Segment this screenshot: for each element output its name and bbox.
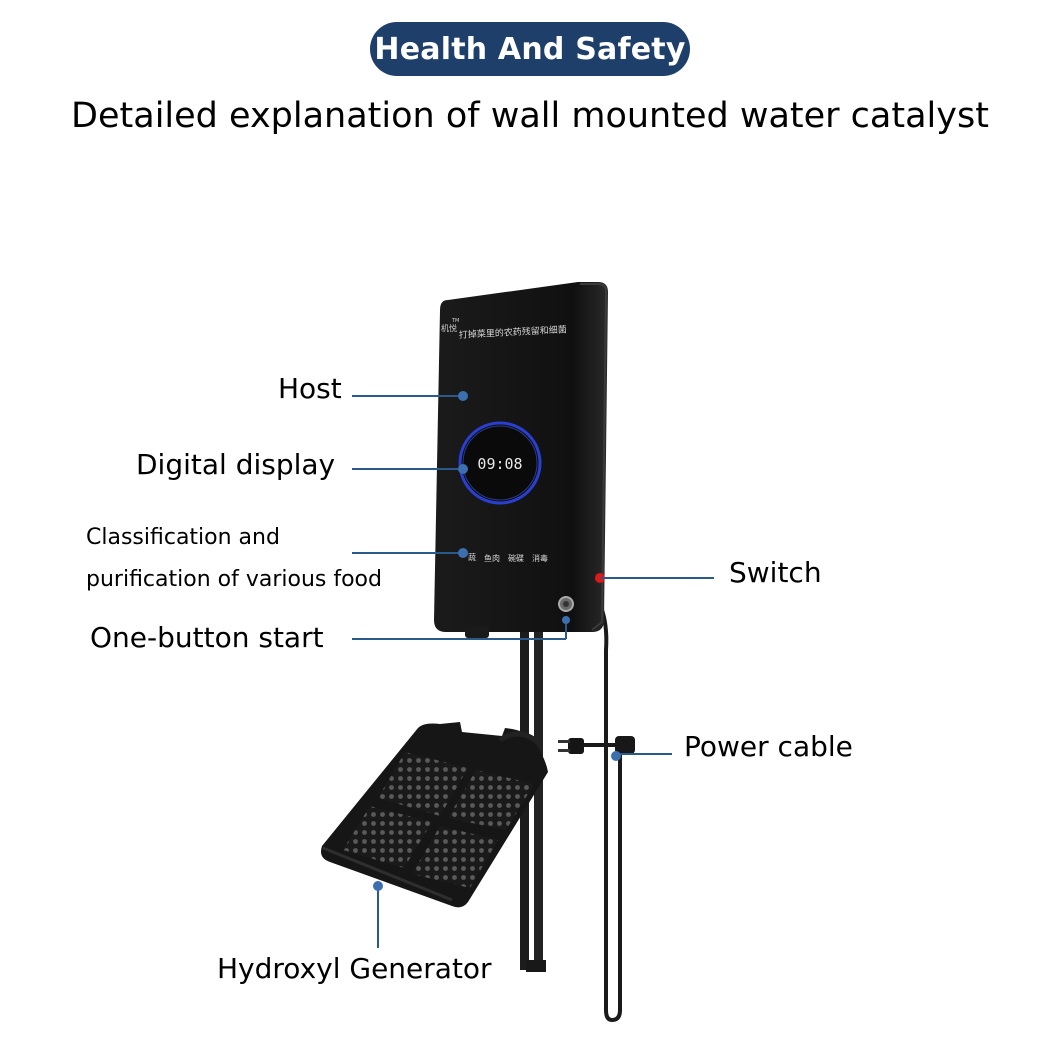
mode-label: 鱼肉 — [484, 553, 500, 563]
hydroxyl-generator-graphic — [321, 722, 548, 908]
leader-lines — [352, 395, 714, 948]
start-button-graphic — [558, 596, 574, 612]
section-badge: Health And Safety — [370, 22, 690, 76]
mode-label: 蔬 — [468, 552, 476, 562]
callout-host: Host — [278, 372, 342, 405]
callout-switch: Switch — [729, 556, 822, 589]
plug-graphic — [558, 736, 635, 754]
callout-one-button-start: One-button start — [90, 621, 324, 654]
digital-display — [458, 421, 542, 505]
callout-dots — [373, 391, 621, 891]
clock-readout: 09:08 — [477, 455, 522, 473]
callout-classification-line1: Classification and — [86, 525, 280, 550]
power-cable-graphic — [575, 599, 632, 1023]
brand-mark: 机悦 — [441, 323, 457, 333]
callout-digital-display: Digital display — [136, 448, 336, 481]
mode-label: 消毒 — [532, 553, 548, 563]
page-title: Detailed explanation of wall mounted wat… — [71, 96, 989, 136]
callout-hydroxyl-generator: Hydroxyl Generator — [217, 952, 492, 985]
trademark-mark: TM — [451, 318, 459, 324]
mode-label: 碗碟 — [508, 553, 524, 563]
callout-classification-line2: purification of various food — [86, 567, 382, 592]
callout-power-cable: Power cable — [684, 730, 853, 763]
